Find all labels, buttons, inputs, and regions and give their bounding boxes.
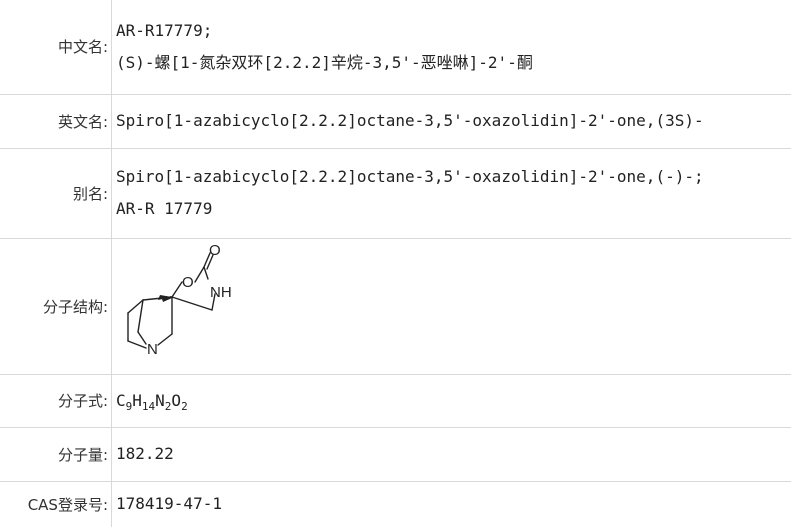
formula-n: N [155,390,165,410]
formula-o-count: 2 [181,399,188,413]
row-weight: 分子量: 182.22 [0,427,791,482]
label-structure: 分子结构: [0,238,112,375]
value-formula: C9H14N2O2 [111,374,791,428]
value-structure: O O NH N [111,238,791,375]
atom-n: N [147,341,158,358]
value-chinese-name: AR-R17779; (S)-螺[1-氮杂双环[2.2.2]辛烷-3,5'-恶唑… [111,0,791,95]
value-alias: Spiro[1-azabicyclo[2.2.2]octane-3,5'-oxa… [111,148,791,239]
formula-n-count: 2 [164,399,172,413]
row-chinese-name: 中文名: AR-R17779; (S)-螺[1-氮杂双环[2.2.2]辛烷-3,… [0,0,791,95]
row-cas: CAS登录号: 178419-47-1 [0,481,791,527]
row-english-name: 英文名: Spiro[1-azabicyclo[2.2.2]octane-3,5… [0,94,791,149]
label-english-name: 英文名: [0,94,112,149]
atom-o-ring: O [182,274,194,291]
atom-o-carbonyl: O [209,242,221,259]
chinese-name-line-1: AR-R17779; [116,20,213,40]
formula-c: C [116,390,126,410]
label-chinese-name: 中文名: [0,0,112,95]
row-alias: 别名: Spiro[1-azabicyclo[2.2.2]octane-3,5'… [0,148,791,239]
chinese-name-line-2: (S)-螺[1-氮杂双环[2.2.2]辛烷-3,5'-恶唑啉]-2'-酮 [116,52,533,72]
atom-nh: NH [210,284,232,301]
row-formula: 分子式: C9H14N2O2 [0,374,791,428]
label-formula: 分子式: [0,374,112,428]
label-cas: CAS登录号: [0,481,112,527]
formula-c-count: 9 [125,399,133,413]
molecule-structure: O O NH N [127,242,232,358]
alias-line-1: Spiro[1-azabicyclo[2.2.2]octane-3,5'-oxa… [116,167,704,186]
label-weight: 分子量: [0,427,112,482]
alias-line-2: AR-R 17779 [116,199,213,218]
value-english-name: Spiro[1-azabicyclo[2.2.2]octane-3,5'-oxa… [111,94,791,149]
value-weight: 182.22 [111,427,791,482]
label-alias: 别名: [0,148,112,239]
formula-h: H [132,390,142,410]
formula-h-count: 14 [141,399,156,413]
value-cas: 178419-47-1 [116,494,222,514]
formula-o: O [171,390,182,410]
row-structure: 分子结构: [0,238,791,375]
